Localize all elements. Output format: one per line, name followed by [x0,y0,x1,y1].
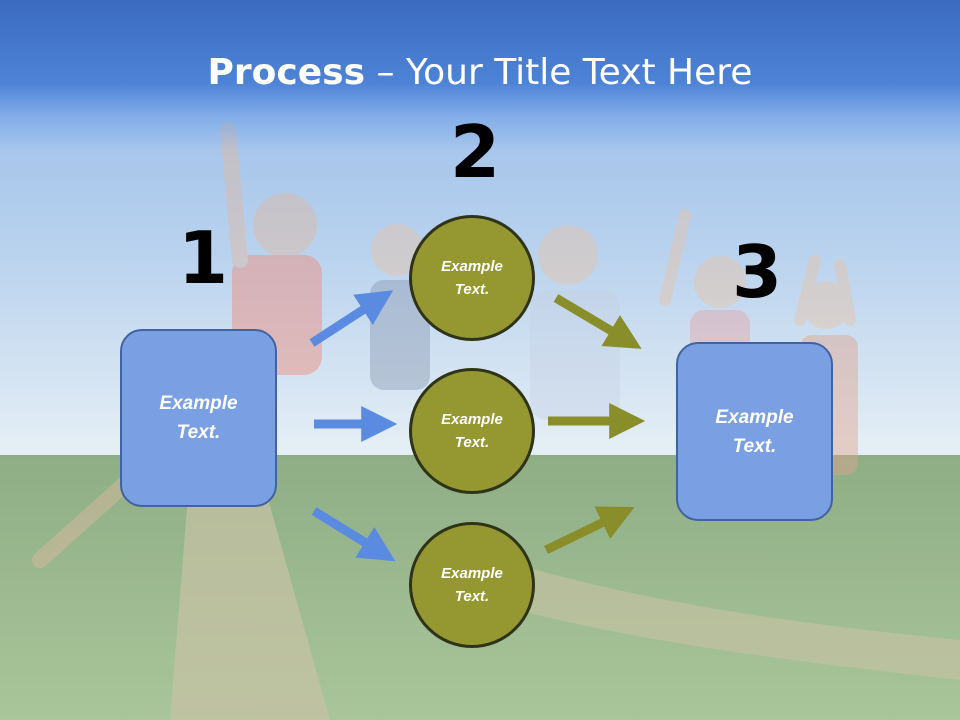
step-1-label: Example Text. [159,393,238,443]
title-bold: Process [207,52,366,93]
arrow-right-icon [311,507,396,562]
arrow-right-icon [544,506,635,555]
step-2-circle-label: Example Text. [441,411,503,451]
step-2-circle-2[interactable]: Example Text. [409,368,535,494]
arrow-right-icon [309,290,394,347]
step-2-number: 2 [450,110,501,194]
title-rest: – Your Title Text Here [365,52,753,93]
step-3-number: 3 [732,230,783,314]
step-1-box[interactable]: Example Text. [120,329,277,507]
step-1-number: 1 [178,216,229,300]
slide-title: Process – Your Title Text Here [0,52,960,93]
arrow-right-icon [553,294,642,349]
title-bar [0,0,960,150]
step-2-circle-label: Example Text. [441,258,503,298]
step-3-box[interactable]: Example Text. [676,342,833,521]
step-2-circle-label: Example Text. [441,565,503,605]
step-2-circle-3[interactable]: Example Text. [409,522,535,648]
step-3-label: Example Text. [715,406,794,457]
step-2-circle-1[interactable]: Example Text. [409,215,535,341]
